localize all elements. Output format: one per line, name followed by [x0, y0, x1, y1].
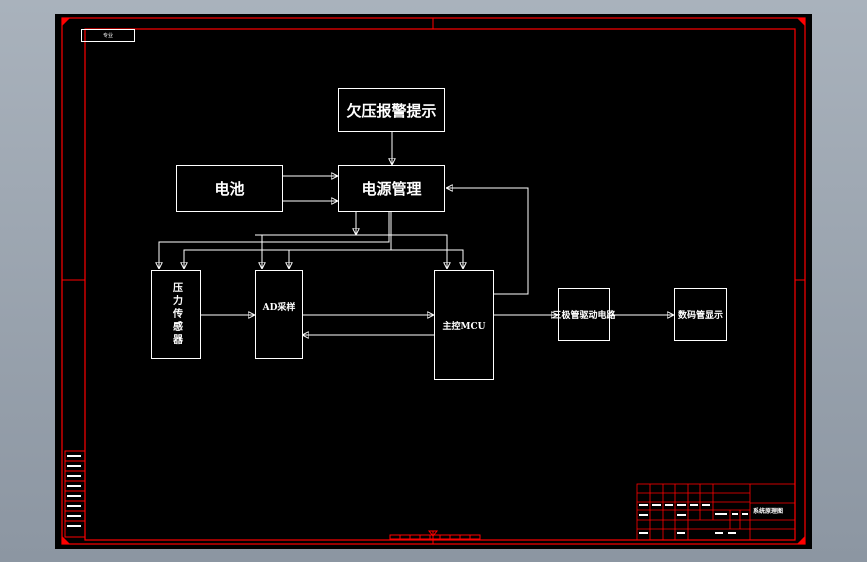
transistor-driver-block: 三极管驱动电路	[553, 288, 616, 341]
battery-block: 电池	[176, 165, 283, 212]
drawing-stamp: 专业	[81, 29, 135, 42]
battery-label: 电池	[214, 180, 245, 198]
transistor-driver-label: 三极管驱动电路	[552, 311, 616, 321]
corner-mark	[797, 536, 805, 544]
ad-sampling-label: AD采样	[262, 303, 296, 313]
title-block-grid	[636, 483, 796, 541]
main-mcu-block: 主控MCU	[434, 270, 494, 380]
power-management-label: 电源管理	[361, 180, 422, 198]
title-block-text-marks	[639, 504, 748, 534]
pressure-sensor-label: 压力传感器	[170, 282, 182, 347]
undervoltage-alarm-block: 欠压报警提示	[338, 88, 445, 132]
drawing-stamp-text: 专业	[102, 33, 113, 39]
drawing-sheet: 专业 欠压报警提示 电池 电源管理 压力传感器 AD采样 主控MCU 三极管驱动…	[55, 14, 812, 549]
revision-strip-marks	[67, 455, 81, 527]
center-arrow-bottom	[427, 530, 439, 537]
power-management-block: 电源管理	[338, 165, 445, 212]
inner-frame	[84, 28, 796, 541]
title-block-drawing-title: 系统原理图	[753, 508, 784, 515]
drawing-graphics	[61, 17, 806, 545]
revision-strip	[64, 450, 86, 538]
ad-sampling-block: AD采样	[255, 270, 303, 359]
pressure-sensor-block: 压力传感器	[151, 270, 201, 359]
corner-mark	[62, 18, 70, 26]
corner-mark	[62, 536, 70, 544]
connection-lines	[159, 131, 674, 335]
undervoltage-alarm-label: 欠压报警提示	[346, 101, 437, 120]
led-display-block: 数码管显示	[674, 288, 727, 341]
main-mcu-label: 主控MCU	[442, 321, 486, 332]
bottom-scale	[389, 534, 481, 540]
led-display-label: 数码管显示	[677, 311, 723, 321]
corner-mark	[797, 18, 805, 26]
